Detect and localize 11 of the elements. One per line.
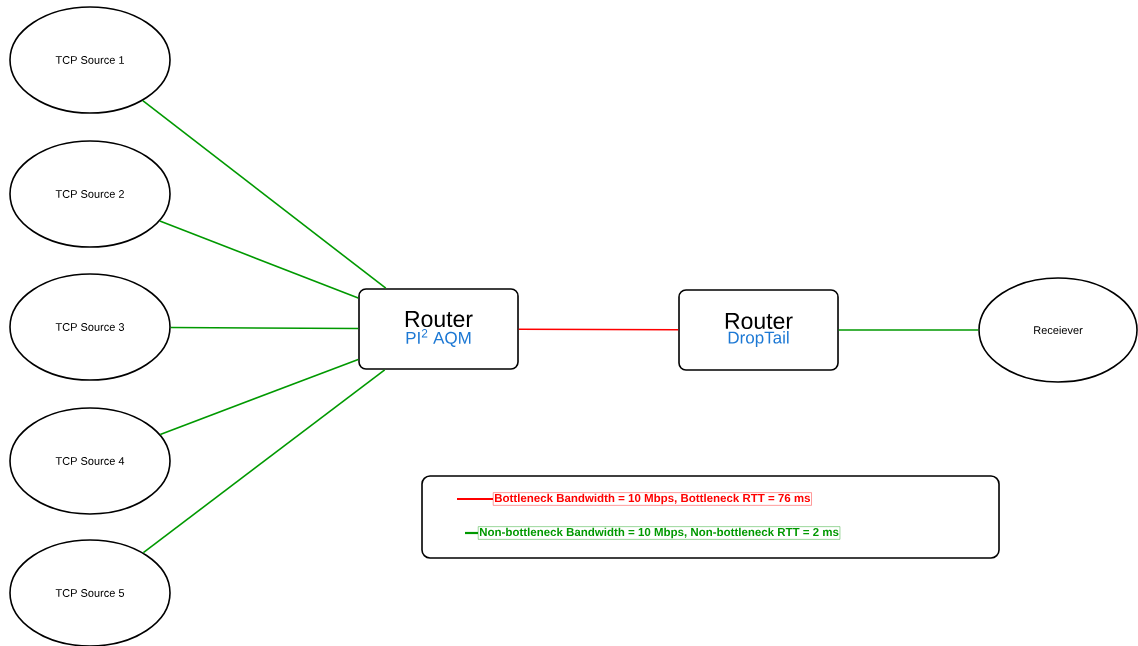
link-line xyxy=(142,369,386,554)
legend-label: Non-bottleneck Bandwidth = 10 Mbps, Non-bottleneck RTT = 2 ms xyxy=(478,526,841,540)
link-line xyxy=(170,326,359,330)
legend-label: Bottleneck Bandwidth = 10 Mbps, Bottleneck RTT = 76 ms xyxy=(493,492,812,506)
router-box: Router PI$^{2}$ AQM xyxy=(358,288,519,370)
link-line xyxy=(142,99,387,289)
link-line xyxy=(159,358,359,436)
router-box: Router DropTail xyxy=(678,289,839,371)
link-line xyxy=(518,328,679,331)
link-line xyxy=(838,329,979,331)
link-line xyxy=(159,220,359,299)
